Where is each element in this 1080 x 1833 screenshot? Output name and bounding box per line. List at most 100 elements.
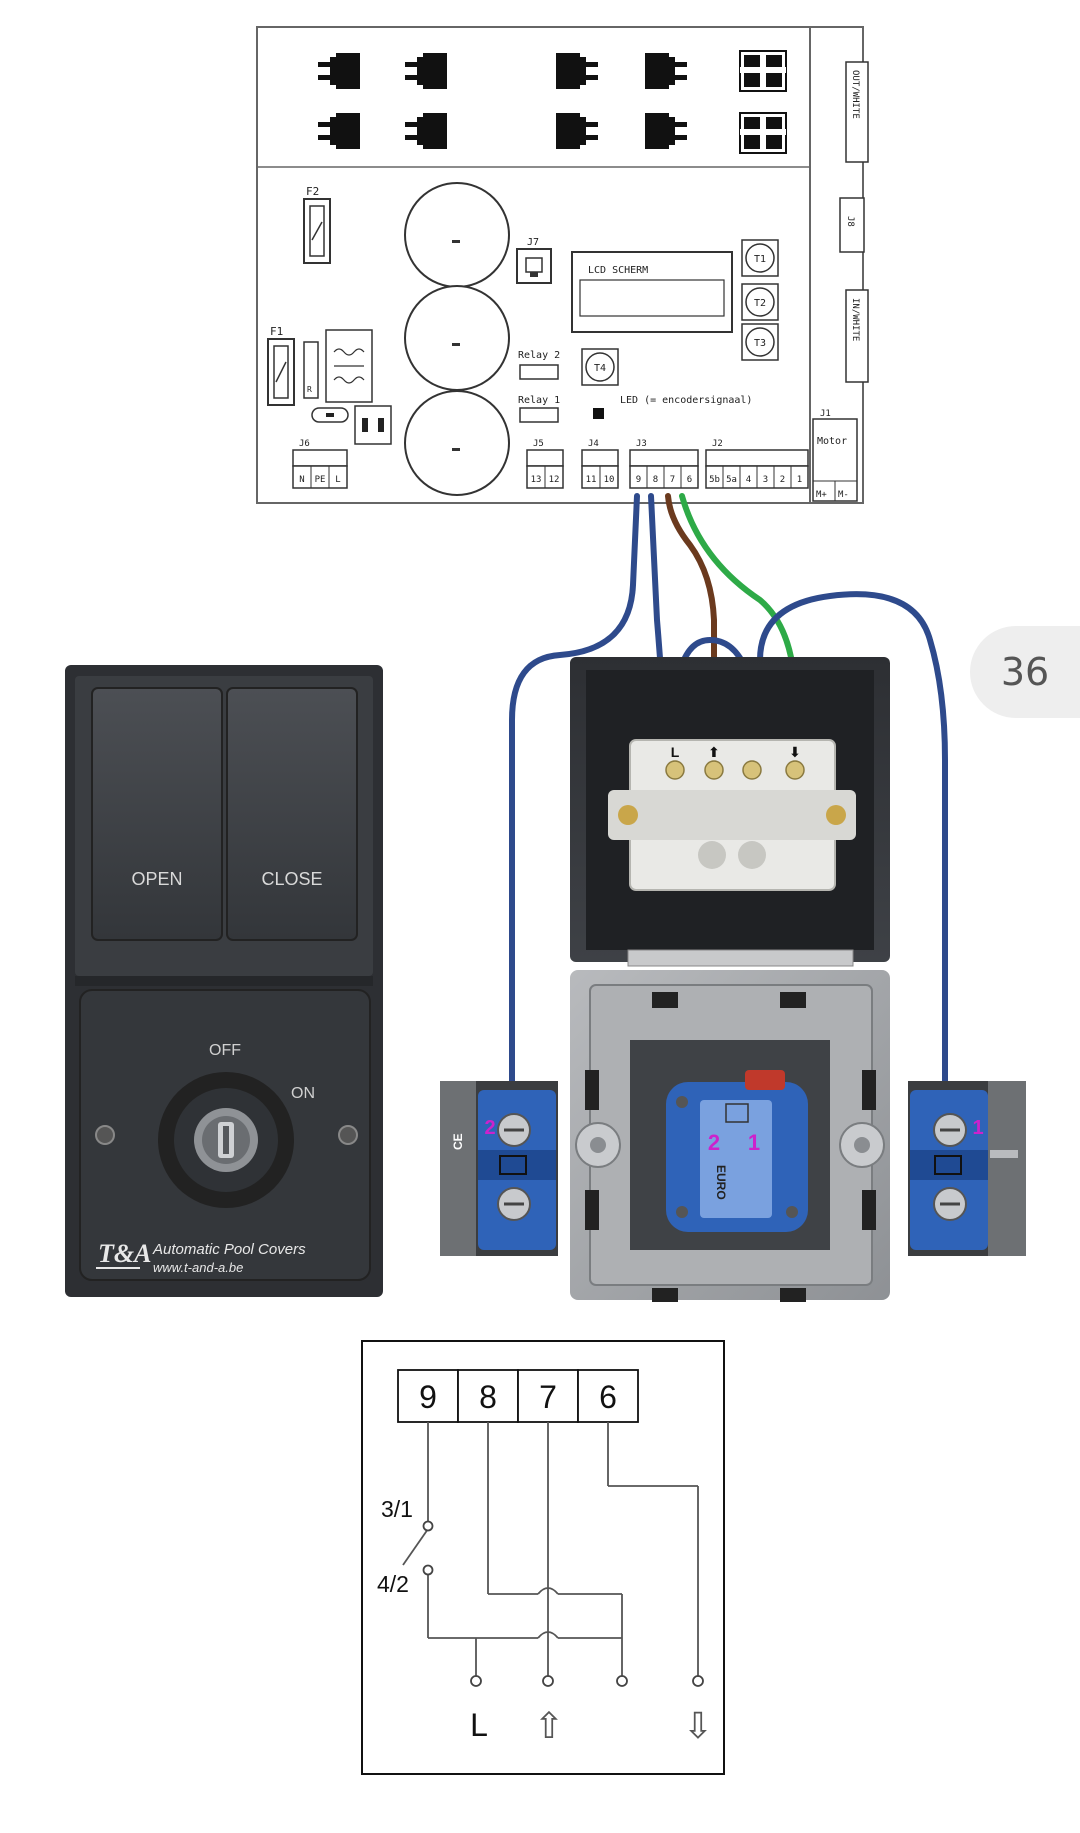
terminal-pin-label: L [335, 475, 340, 485]
connector-j7: J7 [516, 237, 552, 284]
terminal-pin-label: 6 [687, 475, 692, 485]
brand-url: www.t-and-a.be [153, 1260, 243, 1275]
brand-name: Automatic Pool Covers [152, 1241, 306, 1258]
connector-j8: J8 [839, 197, 865, 253]
transistor-array [318, 50, 787, 154]
switch-label-3-1: 3/1 [381, 1496, 413, 1522]
svg-text:Relay 2: Relay 2 [518, 350, 560, 361]
contact-block-label: 2 [484, 1117, 495, 1139]
switch-label-4-2: 4/2 [377, 1571, 409, 1597]
schematic-terminal: 9 [397, 1369, 459, 1423]
side-connector-out: OUT/WHITE [845, 61, 869, 163]
lcd-label: LCD SCHERM [588, 265, 648, 276]
schematic-terminal: 7 [517, 1369, 579, 1423]
terminal-pin-label: 7 [670, 475, 675, 485]
page-number-badge: 36 [970, 626, 1080, 718]
connector-label: J7 [527, 237, 539, 248]
schematic-terminal-label: 6 [599, 1379, 617, 1415]
control-board: F2 F1 R [256, 26, 869, 504]
svg-text:J1: J1 [820, 409, 831, 419]
terminal-label-up: ⬆ [708, 745, 720, 761]
svg-text:J8: J8 [845, 216, 855, 227]
terminal-label-l: L [671, 744, 680, 760]
output-terminals [470, 1675, 704, 1687]
svg-text:OUT/WHITE: OUT/WHITE [850, 70, 860, 119]
wire-terminal-9 [509, 493, 640, 1088]
svg-text:M-: M- [838, 490, 849, 500]
pcb-button-t1: T1 [741, 239, 779, 277]
terminal-pin-label: 8 [653, 475, 658, 485]
wire-terminal-7 [665, 493, 717, 751]
pcb-button-t4: T4 [581, 348, 619, 386]
fuse-label: F1 [270, 325, 283, 338]
pcb-button-t2: T2 [741, 283, 779, 321]
screw [338, 1125, 358, 1145]
module-brand: EURO [714, 1165, 728, 1200]
relay-2: Relay 2 [518, 350, 560, 380]
relay-1: Relay 1 [518, 395, 560, 423]
output-label-up: ⇧ [534, 1706, 564, 1747]
svg-text:M+: M+ [816, 490, 827, 500]
svg-text:LED (= encodersignaal): LED (= encodersignaal) [620, 395, 752, 406]
terminal-block-label: J4 [588, 439, 599, 449]
key-on-label: ON [291, 1085, 315, 1102]
motor-connector: J1 Motor M+ M- [812, 409, 858, 502]
brand-logo: T&A [96, 1239, 151, 1269]
schematic-terminal-label: 9 [419, 1379, 437, 1415]
switch-panel: OPEN CLOSE OFF ON T&A Automatic Pool Cov… [65, 665, 383, 1297]
terminal-block-label: J6 [299, 439, 310, 449]
svg-text:T3: T3 [754, 338, 766, 349]
side-connector-in: IN/WHITE [845, 289, 869, 383]
lcd-screen: LCD SCHERM [571, 251, 733, 333]
schematic-terminal-label: 8 [479, 1379, 497, 1415]
terminal-pin-label: 12 [549, 475, 560, 485]
terminal-pin-label: 1 [797, 475, 802, 485]
terminal-block-label: J2 [712, 439, 723, 449]
switch-contact [422, 1520, 434, 1576]
terminal-block-label: J3 [636, 439, 647, 449]
schematic-wiring [402, 1422, 699, 1676]
fuse-label: F2 [306, 185, 319, 198]
open-button: OPEN [91, 687, 223, 941]
module-contact-1: 1 [748, 1130, 760, 1155]
terminal-pin-label: 5b [709, 475, 720, 485]
close-button: CLOSE [226, 687, 358, 941]
svg-text:T4: T4 [594, 363, 606, 374]
terminal-block-label: J5 [533, 439, 544, 449]
svg-text:R: R [307, 385, 312, 394]
module-contact-2: 2 [708, 1130, 720, 1155]
terminal-pin-label: 5a [726, 475, 737, 485]
schematic-terminal-strip: 9 8 7 6 [397, 1369, 639, 1423]
key-module: 2 1 EURO [666, 1070, 808, 1232]
terminal-pin-label: 11 [586, 475, 597, 485]
output-label-l: L [470, 1707, 488, 1743]
svg-text:Relay 1: Relay 1 [518, 395, 560, 406]
wiring-schematic: 9 8 7 6 [361, 1340, 725, 1775]
close-button-label: CLOSE [261, 869, 322, 889]
terminal-pin-label: 13 [531, 475, 542, 485]
contact-block-2: CE 2 [440, 1081, 558, 1256]
terminal-block: J5 13 12 [526, 439, 564, 489]
contact-block-1: 1 [908, 1081, 1026, 1256]
svg-text:T&A: T&A [98, 1239, 151, 1268]
svg-text:CE: CE [451, 1133, 465, 1150]
terminal-label-down: ⬇ [789, 745, 801, 761]
schematic-terminal-label: 7 [539, 1379, 557, 1415]
key-off-label: OFF [209, 1042, 241, 1059]
terminal-pin-label: 4 [746, 475, 751, 485]
key-switch: OFF ON [158, 1042, 315, 1208]
resistor [303, 341, 319, 399]
wire-contact-1 [757, 591, 948, 1088]
switch-box: L ⬆ ⬇ 2 1 EURO [570, 657, 890, 1302]
output-label-down: ⇩ [683, 1706, 713, 1747]
svg-text:T2: T2 [754, 298, 766, 309]
encoder-led: LED (= encodersignaal) [593, 395, 752, 419]
screw [95, 1125, 115, 1145]
fuse-f1: F1 [267, 325, 295, 406]
